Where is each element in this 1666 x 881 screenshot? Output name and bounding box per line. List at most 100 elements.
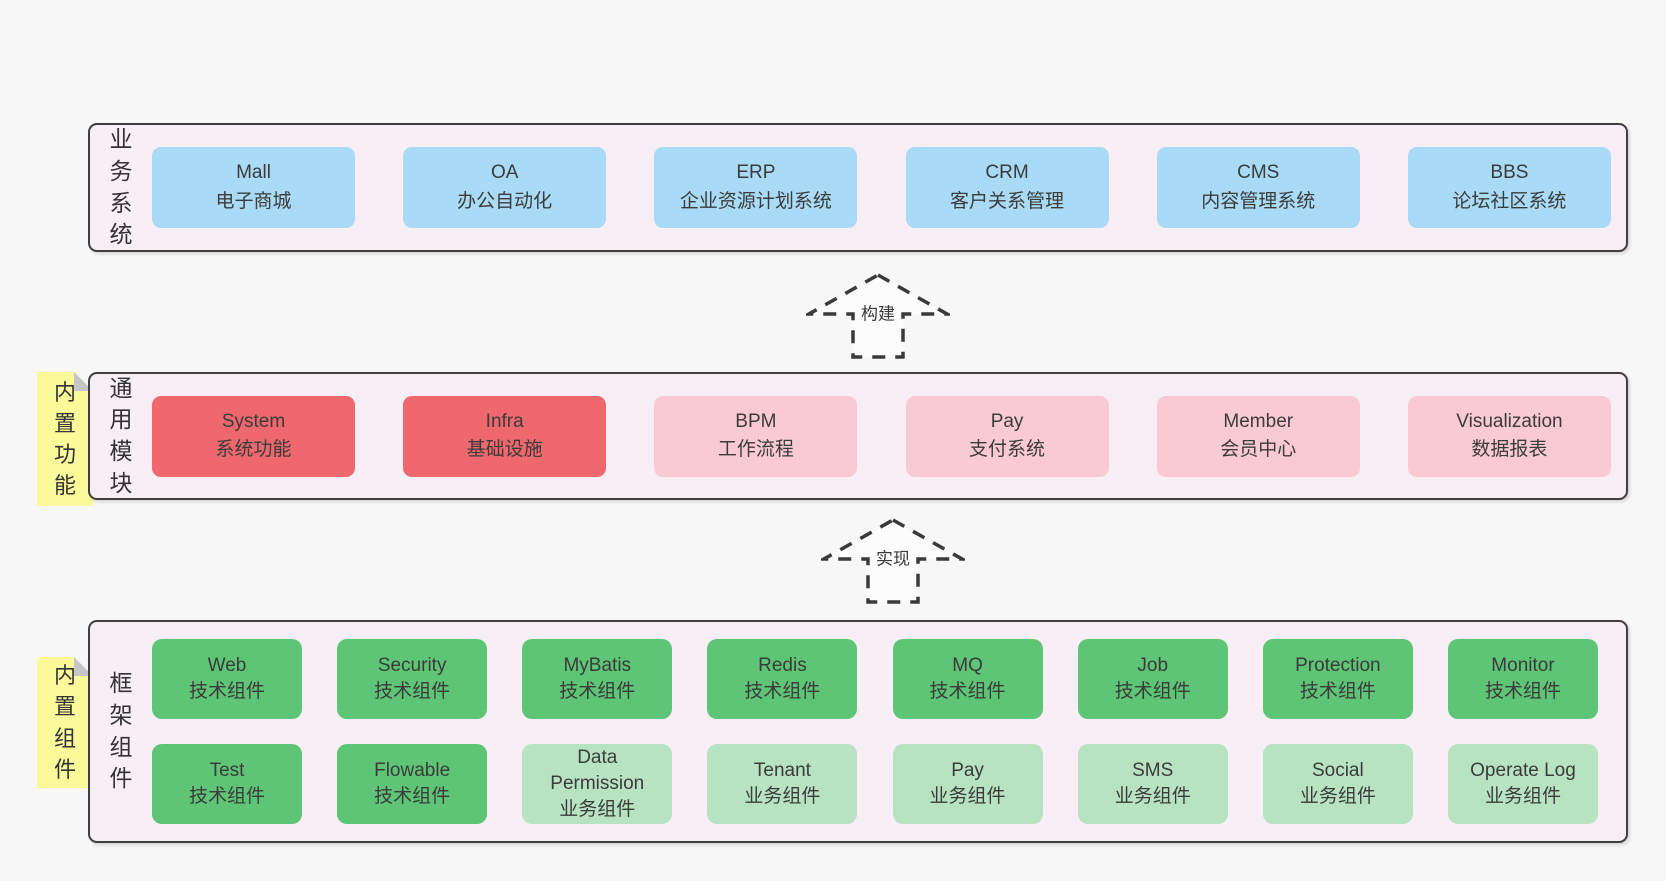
component-box: Test 技术组件: [152, 744, 302, 824]
common-module-list: System 系统功能 Infra 基础设施 BPM 工作流程 Pay 支付系统: [152, 374, 1611, 498]
box-subtitle: 内容管理系统: [1201, 190, 1316, 212]
box-subtitle: 业务组件: [744, 786, 821, 807]
box-subtitle: 业务组件: [1114, 786, 1191, 807]
section-label-text: 业务系统: [109, 126, 133, 248]
box-title: CRM: [985, 162, 1029, 183]
box-title: Test: [209, 759, 245, 781]
section-label-modules: 通用模块: [90, 374, 152, 498]
section-label-business: 业务系统: [90, 125, 152, 250]
section-business-systems: 业务系统 Mall 电子商城 OA 办公自动化 ERP 企业资源计划系统: [88, 123, 1628, 252]
component-box: Social 业务组件: [1262, 744, 1413, 824]
component-row-2: Test 技术组件 Flowable 技术组件 Data Permission …: [152, 744, 1598, 824]
section-label-text: 通用模块: [109, 374, 133, 496]
box-title: Pay: [990, 410, 1024, 432]
module-box: Member 会员中心: [1156, 395, 1360, 477]
box-subtitle: 系统功能: [215, 439, 292, 460]
box-title: Social: [1311, 759, 1364, 781]
component-box: Web 技术组件: [152, 639, 302, 719]
box-subtitle: 业务组件: [1299, 786, 1376, 807]
box-subtitle: 业务组件: [929, 786, 1006, 807]
box-subtitle: 技术组件: [559, 681, 636, 702]
box-subtitle: 业务组件: [559, 799, 636, 821]
box-title: Data Permission: [550, 746, 645, 794]
box-subtitle: 技术组件: [1114, 681, 1191, 702]
arrow-implement-label: 实现: [873, 544, 913, 570]
box-title: CMS: [1237, 162, 1280, 183]
box-subtitle: 电子商城: [215, 190, 292, 212]
box-title: Visualization: [1456, 410, 1563, 432]
box-subtitle: 技术组件: [374, 681, 451, 702]
box-subtitle: 企业资源计划系统: [679, 190, 832, 212]
box-subtitle: 客户关系管理: [950, 190, 1065, 212]
component-box: Operate Log 业务组件: [1447, 744, 1598, 824]
box-title: MQ: [952, 654, 983, 676]
box-subtitle: 基础设施: [466, 439, 543, 460]
component-box: Protection 技术组件: [1262, 639, 1413, 719]
box-title: OA: [490, 162, 519, 183]
box-subtitle: 技术组件: [744, 681, 821, 702]
box-title: BPM: [735, 410, 777, 432]
box-title: Operate Log: [1470, 759, 1576, 781]
box-title: Mall: [236, 162, 271, 183]
component-row-1: Web 技术组件 Security 技术组件 MyBatis 技术组件: [152, 639, 1598, 719]
box-title: Tenant: [753, 759, 811, 781]
box-title: SMS: [1132, 759, 1174, 781]
module-box: System 系统功能: [152, 395, 355, 477]
box-title: Flowable: [374, 759, 451, 781]
section-label-components: 框架组件: [90, 622, 152, 841]
module-box: BPM 工作流程: [654, 395, 858, 477]
component-box: Tenant 业务组件: [707, 744, 858, 824]
box-subtitle: 技术组件: [188, 786, 265, 807]
box-title: Job: [1137, 654, 1169, 676]
component-box: MQ 技术组件: [892, 639, 1043, 719]
section-framework-components: 框架组件 Web 技术组件 Security 技术组件 MyBati: [88, 620, 1628, 843]
business-system-box: CMS 内容管理系统: [1156, 147, 1360, 228]
box-title: Redis: [758, 654, 807, 676]
component-grid: Web 技术组件 Security 技术组件 MyBatis 技术组件: [152, 622, 1598, 841]
box-subtitle: 技术组件: [188, 681, 265, 702]
box-subtitle: 数据报表: [1471, 439, 1548, 460]
component-box: Pay 业务组件: [892, 744, 1043, 824]
module-box: Pay 支付系统: [905, 395, 1109, 477]
component-box: SMS 业务组件: [1077, 744, 1228, 824]
box-subtitle: 技术组件: [1299, 681, 1376, 702]
component-box: Redis 技术组件: [707, 639, 858, 719]
business-system-box: Mall 电子商城: [152, 147, 355, 228]
arrow-implement: 实现: [821, 517, 965, 605]
box-subtitle: 技术组件: [1484, 681, 1561, 702]
box-subtitle: 办公自动化: [457, 190, 553, 212]
business-system-box: ERP 企业资源计划系统: [654, 147, 858, 228]
box-subtitle: 技术组件: [929, 681, 1006, 702]
business-system-box: BBS 论坛社区系统: [1407, 147, 1611, 228]
box-title: ERP: [736, 162, 776, 183]
component-box: Job 技术组件: [1077, 639, 1228, 719]
component-box: Flowable 技术组件: [337, 744, 488, 824]
sticky-note-builtin-components: 内置组件: [37, 657, 93, 788]
sticky-note-label: 内置组件: [53, 663, 76, 782]
box-title: Security: [377, 654, 447, 676]
box-subtitle: 支付系统: [969, 439, 1046, 460]
box-subtitle: 工作流程: [717, 439, 794, 460]
sticky-note-builtin-features: 内置功能: [37, 372, 93, 506]
box-subtitle: 业务组件: [1484, 786, 1561, 807]
business-system-list: Mall 电子商城 OA 办公自动化 ERP 企业资源计划系统 CRM 客户关系…: [152, 125, 1611, 250]
arrow-build-label: 构建: [858, 299, 898, 325]
business-system-box: OA 办公自动化: [403, 147, 607, 228]
box-subtitle: 技术组件: [374, 786, 451, 807]
box-title: Member: [1223, 410, 1294, 432]
box-title: Protection: [1295, 654, 1381, 676]
section-label-text: 框架组件: [109, 670, 133, 792]
box-title: Monitor: [1491, 654, 1555, 676]
component-box: MyBatis 技术组件: [522, 639, 673, 719]
module-box: Infra 基础设施: [403, 395, 607, 477]
box-title: System: [221, 410, 286, 432]
section-common-modules: 通用模块 System 系统功能 Infra 基础设施 BPM 工作流程: [88, 372, 1628, 500]
component-box: Data Permission 业务组件: [522, 744, 673, 824]
business-system-box: CRM 客户关系管理: [905, 147, 1109, 228]
sticky-note-label: 内置功能: [53, 379, 76, 499]
box-subtitle: 会员中心: [1220, 439, 1297, 460]
box-title: Web: [207, 654, 247, 676]
box-title: BBS: [1490, 162, 1529, 183]
box-title: Infra: [485, 410, 524, 432]
